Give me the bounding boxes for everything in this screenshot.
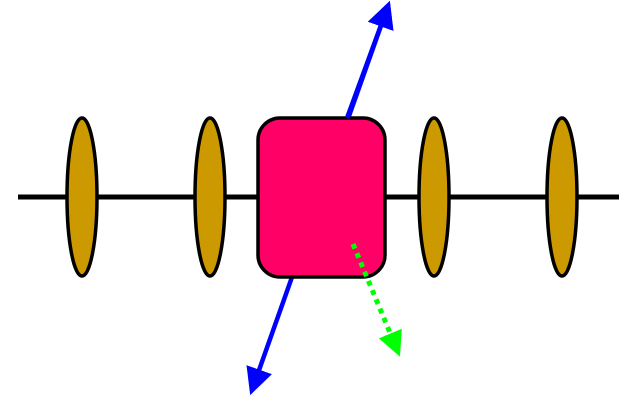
- lens-1: [65, 116, 99, 278]
- lens-4: [545, 116, 579, 278]
- lens-2: [193, 116, 227, 278]
- blue-beam-upper: [344, 0, 394, 119]
- sample-box: [256, 116, 387, 279]
- lens-3: [417, 116, 451, 278]
